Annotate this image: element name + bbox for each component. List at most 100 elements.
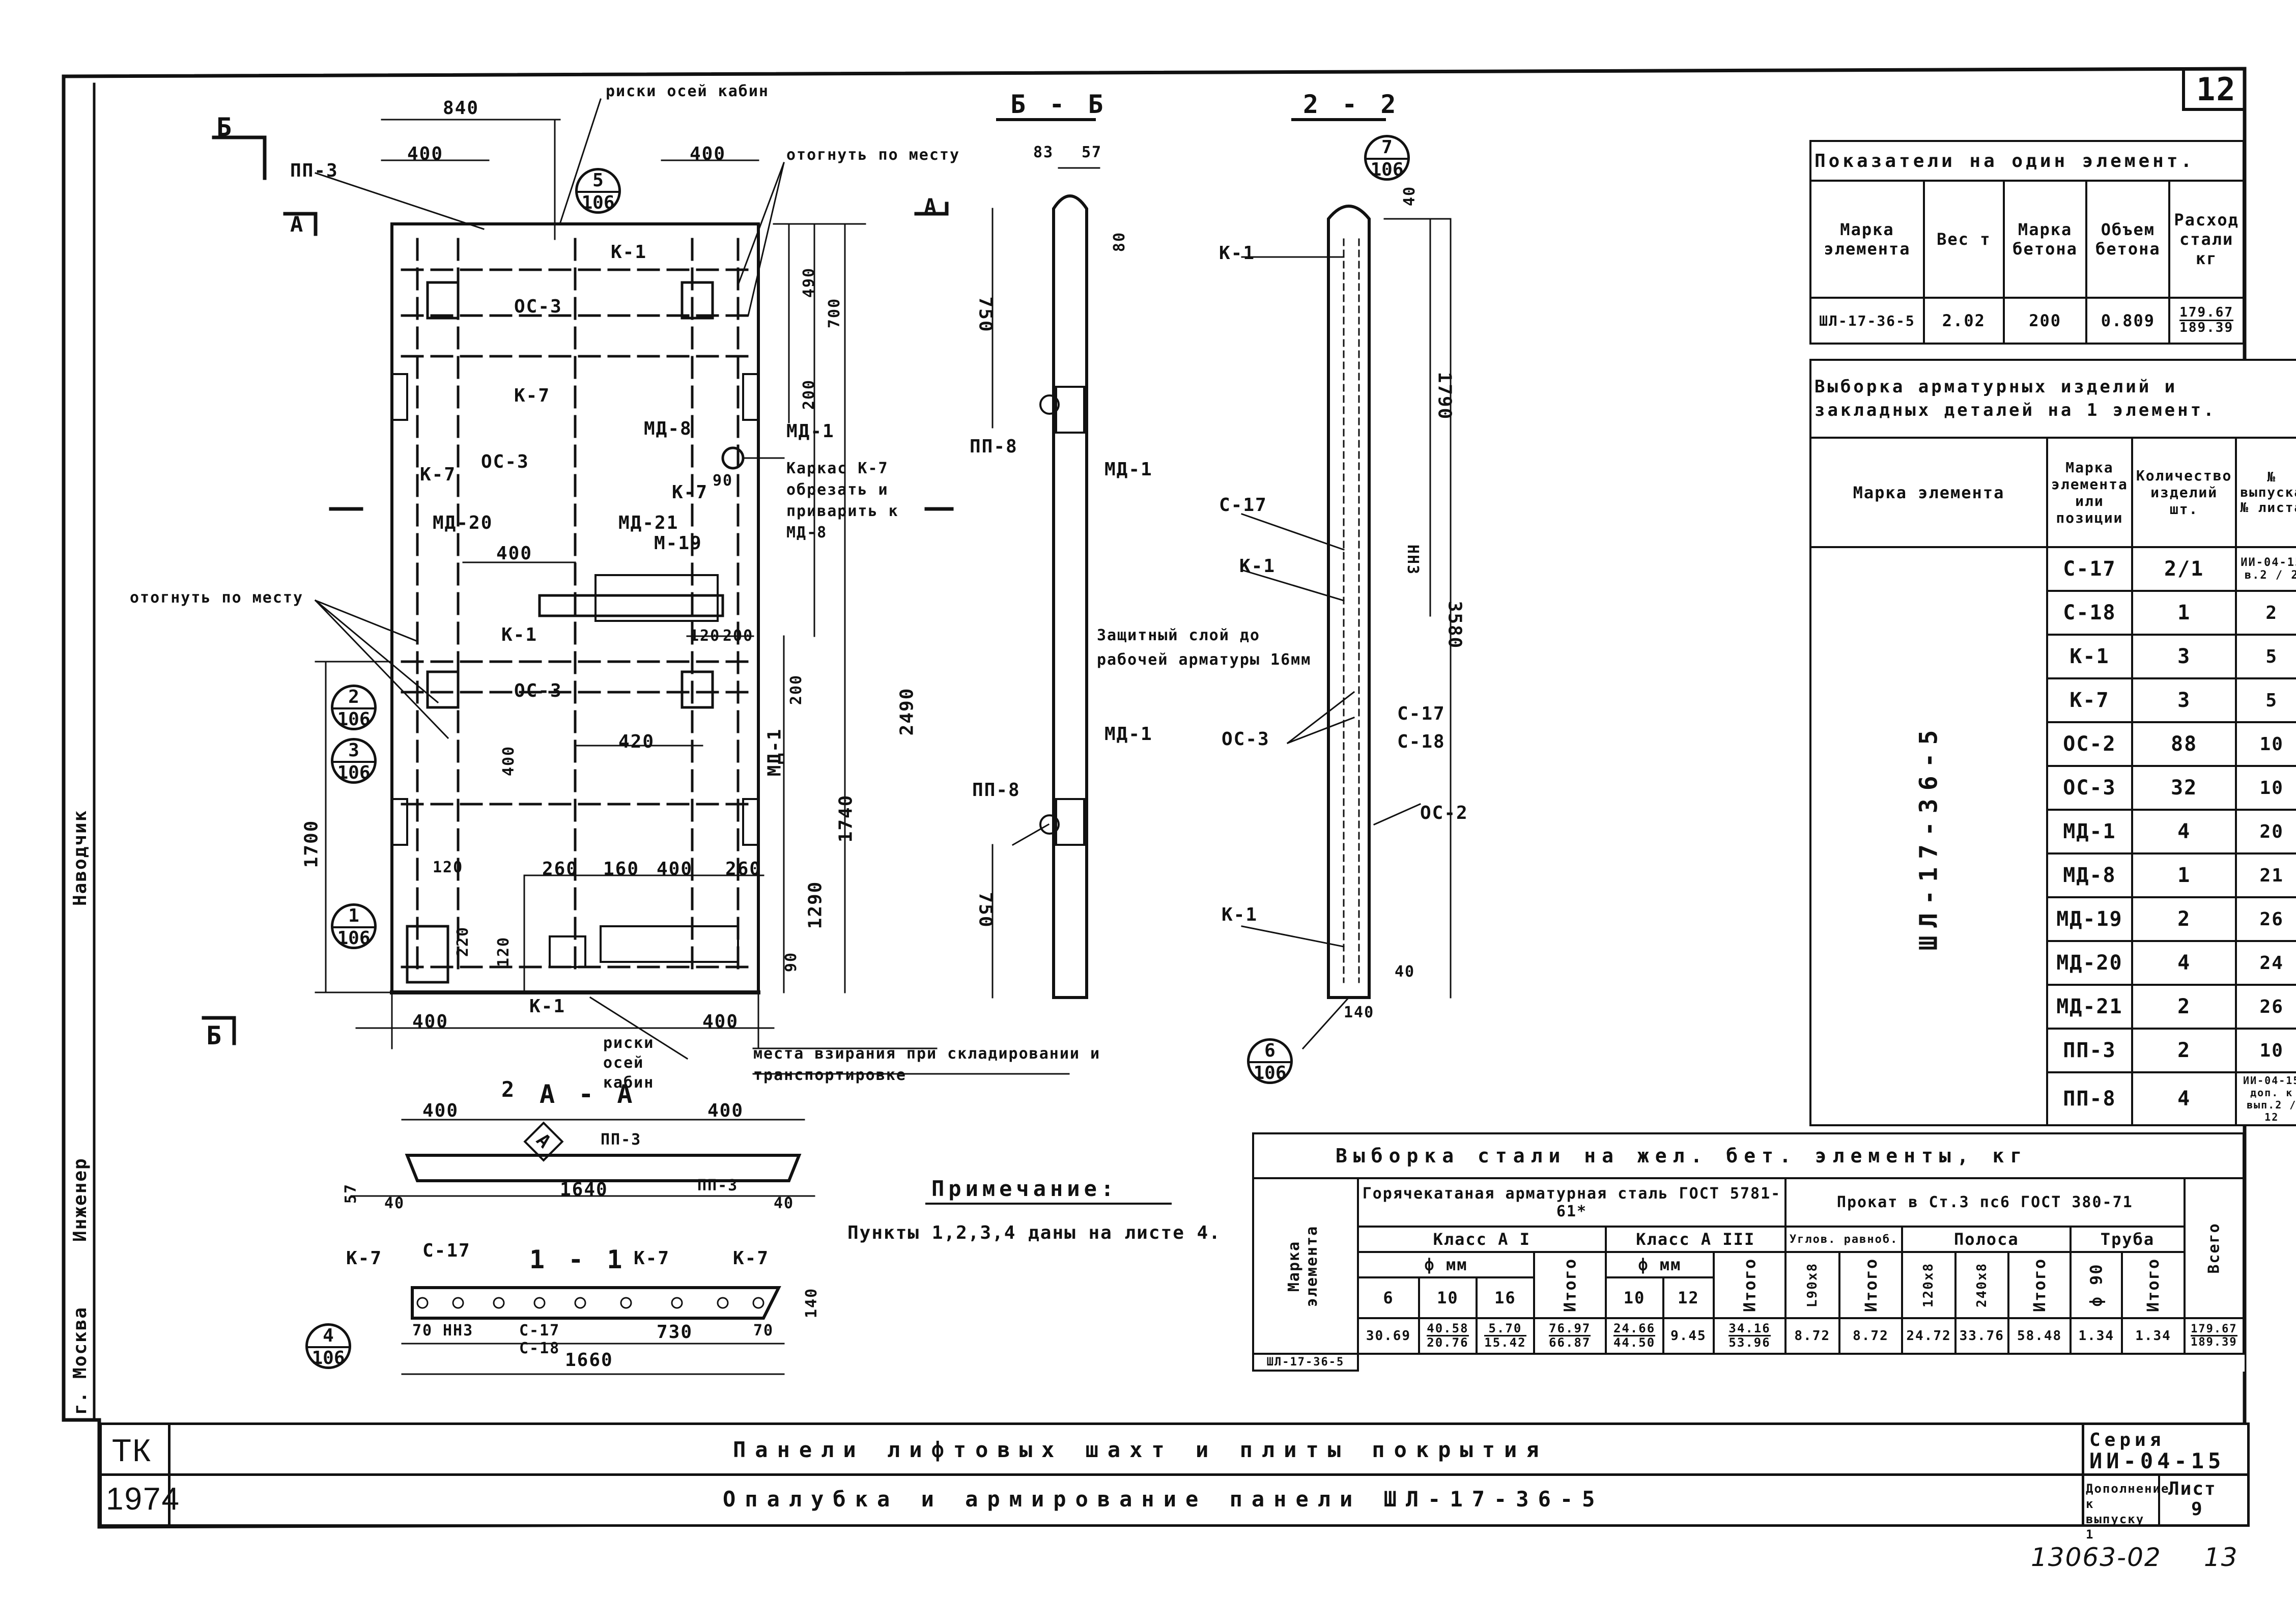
steel-dmm-header: ф мм xyxy=(1604,1251,1715,1278)
steel-class3-header: Класс А III xyxy=(1604,1226,1787,1253)
plan-dim: 420 xyxy=(618,731,655,752)
s22-mark: ОС-2 xyxy=(1420,803,1468,823)
plan-mark: ПП-3 xyxy=(290,160,338,181)
steel-dmm-header: ф мм xyxy=(1357,1251,1535,1278)
steel-cell: 24.72 xyxy=(1901,1317,1957,1355)
plan-dim: 200 xyxy=(787,674,806,705)
plan-mark: К-7 xyxy=(672,482,708,503)
note-text: Пункты 1,2,3,4 даны на листе 4. xyxy=(847,1222,1221,1243)
steel-d: 12 xyxy=(1662,1276,1715,1319)
selection-sheet: 10 xyxy=(2235,721,2296,767)
selection-mark: ОС-2 xyxy=(2046,721,2133,767)
footer-number: 13063-02 xyxy=(2031,1543,2162,1572)
s11-dim: 730 xyxy=(657,1322,693,1343)
plan-dim: 200 xyxy=(800,379,818,410)
plan-dim: 120 xyxy=(433,859,464,876)
plan-label-bend-top: отогнуть по месту xyxy=(786,146,960,164)
steel-strip-header: Полоса xyxy=(1901,1226,2072,1253)
mark-a-left: А xyxy=(290,212,304,237)
indicators-title: Показатели на один элемент. xyxy=(1809,140,2245,182)
selection-sheet: 24 xyxy=(2235,940,2296,986)
steel-itogo-header: Итого xyxy=(1838,1251,1904,1319)
steel-class1-header: Класс А I xyxy=(1357,1226,1607,1253)
s22-dim: 1790 xyxy=(1434,372,1455,420)
plan-mark: К-7 xyxy=(514,385,551,406)
steel-rolled-header: Прокат в Ст.3 пс6 ГОСТ 380-71 xyxy=(1784,1177,2186,1228)
title-series: ИИ-04-15 xyxy=(2089,1448,2225,1473)
selection-mark: ОС-3 xyxy=(2046,765,2133,811)
steel-cell: 8.72 xyxy=(1784,1317,1840,1355)
aa-dim: 1640 xyxy=(560,1179,608,1200)
note-title: Примечание: xyxy=(931,1176,1118,1201)
indicators-cell: 0.809 xyxy=(2085,297,2171,345)
selection-sheet: ИИ-04-15 доп. к вып.2 / 12 xyxy=(2235,1071,2296,1126)
selection-qty: 3 xyxy=(2131,634,2237,679)
plan-mark: МД-1 xyxy=(764,728,785,777)
steel-d: 16 xyxy=(1475,1276,1535,1319)
s22-dim: 40 xyxy=(1395,963,1415,981)
title-block: ТК 1974 Панели лифтовых шахт и плиты пок… xyxy=(99,1422,2250,1542)
plan-dim: 3580 xyxy=(1444,601,1465,649)
title-main: Панели лифтовых шахт и плиты покрытия xyxy=(733,1437,1548,1462)
mark-2-bottom: 2 xyxy=(501,1077,516,1102)
selection-mark: ПП-3 xyxy=(2046,1028,2133,1073)
steel-itogo-header: Итого xyxy=(1533,1251,1607,1319)
section-bb-title: Б - Б xyxy=(1010,90,1108,119)
selection-header: № выпуска № листа xyxy=(2235,437,2296,548)
title-sheet: 9 xyxy=(2191,1499,2203,1520)
title-sheet-label: Лист xyxy=(2168,1478,2217,1499)
selection-sheet: 5 xyxy=(2235,677,2296,723)
indicators-cell: ШЛ-17-36-5 xyxy=(1809,297,1925,345)
plan-mark: ОС-3 xyxy=(514,680,562,701)
selection-mark: К-1 xyxy=(2046,634,2133,679)
selection-qty: 32 xyxy=(2131,765,2237,811)
selection-sheet: 20 xyxy=(2235,809,2296,855)
mark-b-bottom: Б xyxy=(206,1021,223,1050)
section-aa xyxy=(350,1119,815,1197)
plan-dim: 200 xyxy=(723,627,754,645)
steel-itogo-header: Итого xyxy=(2121,1251,2186,1319)
selection-mark: С-17 xyxy=(2046,546,2133,592)
bb-dim: 57 xyxy=(1082,144,1102,161)
steel-itogo-header: Итого xyxy=(2007,1251,2072,1319)
plan-label-cut-k7: Каркас К-7 обрезать и приварить к МД-8 xyxy=(786,460,899,542)
s22-mark: ОС-3 xyxy=(1222,729,1270,750)
plan-dim: 400 xyxy=(657,859,693,879)
plan-mark: МД-20 xyxy=(433,512,493,533)
steel-pipe-header: Труба xyxy=(2070,1226,2186,1253)
steel-title: Выборка стали на жел. бет. элементы, кг xyxy=(1252,1132,2245,1179)
plan-dim: 120 xyxy=(690,627,721,645)
plan-label-bend-left: отогнуть по месту xyxy=(130,589,304,607)
side-stamp-city: г. Москва xyxy=(70,1306,91,1415)
plan-label-risk-top: риски осей кабин xyxy=(606,82,769,100)
plan-mark: МД-1 xyxy=(786,421,835,442)
s22-cover-note: Защитный слой до рабочей арматуры 16мм xyxy=(1097,627,1312,669)
section-22-title: 2 - 2 xyxy=(1303,90,1400,119)
selection-qty: 2/1 xyxy=(2131,546,2237,592)
aa-dim: 40 xyxy=(774,1194,795,1212)
indicators-cell: 200 xyxy=(2002,297,2088,345)
steel-cell: 30.69 xyxy=(1357,1317,1420,1355)
s11-mark: С-17 xyxy=(422,1240,471,1261)
steel-d: 10 xyxy=(1418,1276,1478,1319)
bb-dim: 750 xyxy=(975,892,996,928)
side-stamp-checker: Наводчик xyxy=(70,809,91,906)
plan-label-sling: места взирания при складировании и транс… xyxy=(753,1045,1101,1084)
s22-dim: 140 xyxy=(1344,1004,1375,1021)
indicators-table: Показатели на один элемент. Марка элемен… xyxy=(1809,140,2245,345)
bb-dim: 83 xyxy=(1033,144,1054,161)
s22-mark: К-1 xyxy=(1219,243,1256,264)
plan-mark: М-19 xyxy=(654,533,702,554)
plan-dim: 700 xyxy=(826,297,844,329)
plan-dim: 160 xyxy=(603,859,640,879)
footer-page: 13 xyxy=(2204,1543,2238,1572)
plan-mark: К-1 xyxy=(529,996,566,1017)
selection-sheet: 2 xyxy=(2235,590,2296,636)
selection-qty: 4 xyxy=(2131,940,2237,986)
selection-element: ШЛ-17-36-5 xyxy=(1809,546,2048,1126)
